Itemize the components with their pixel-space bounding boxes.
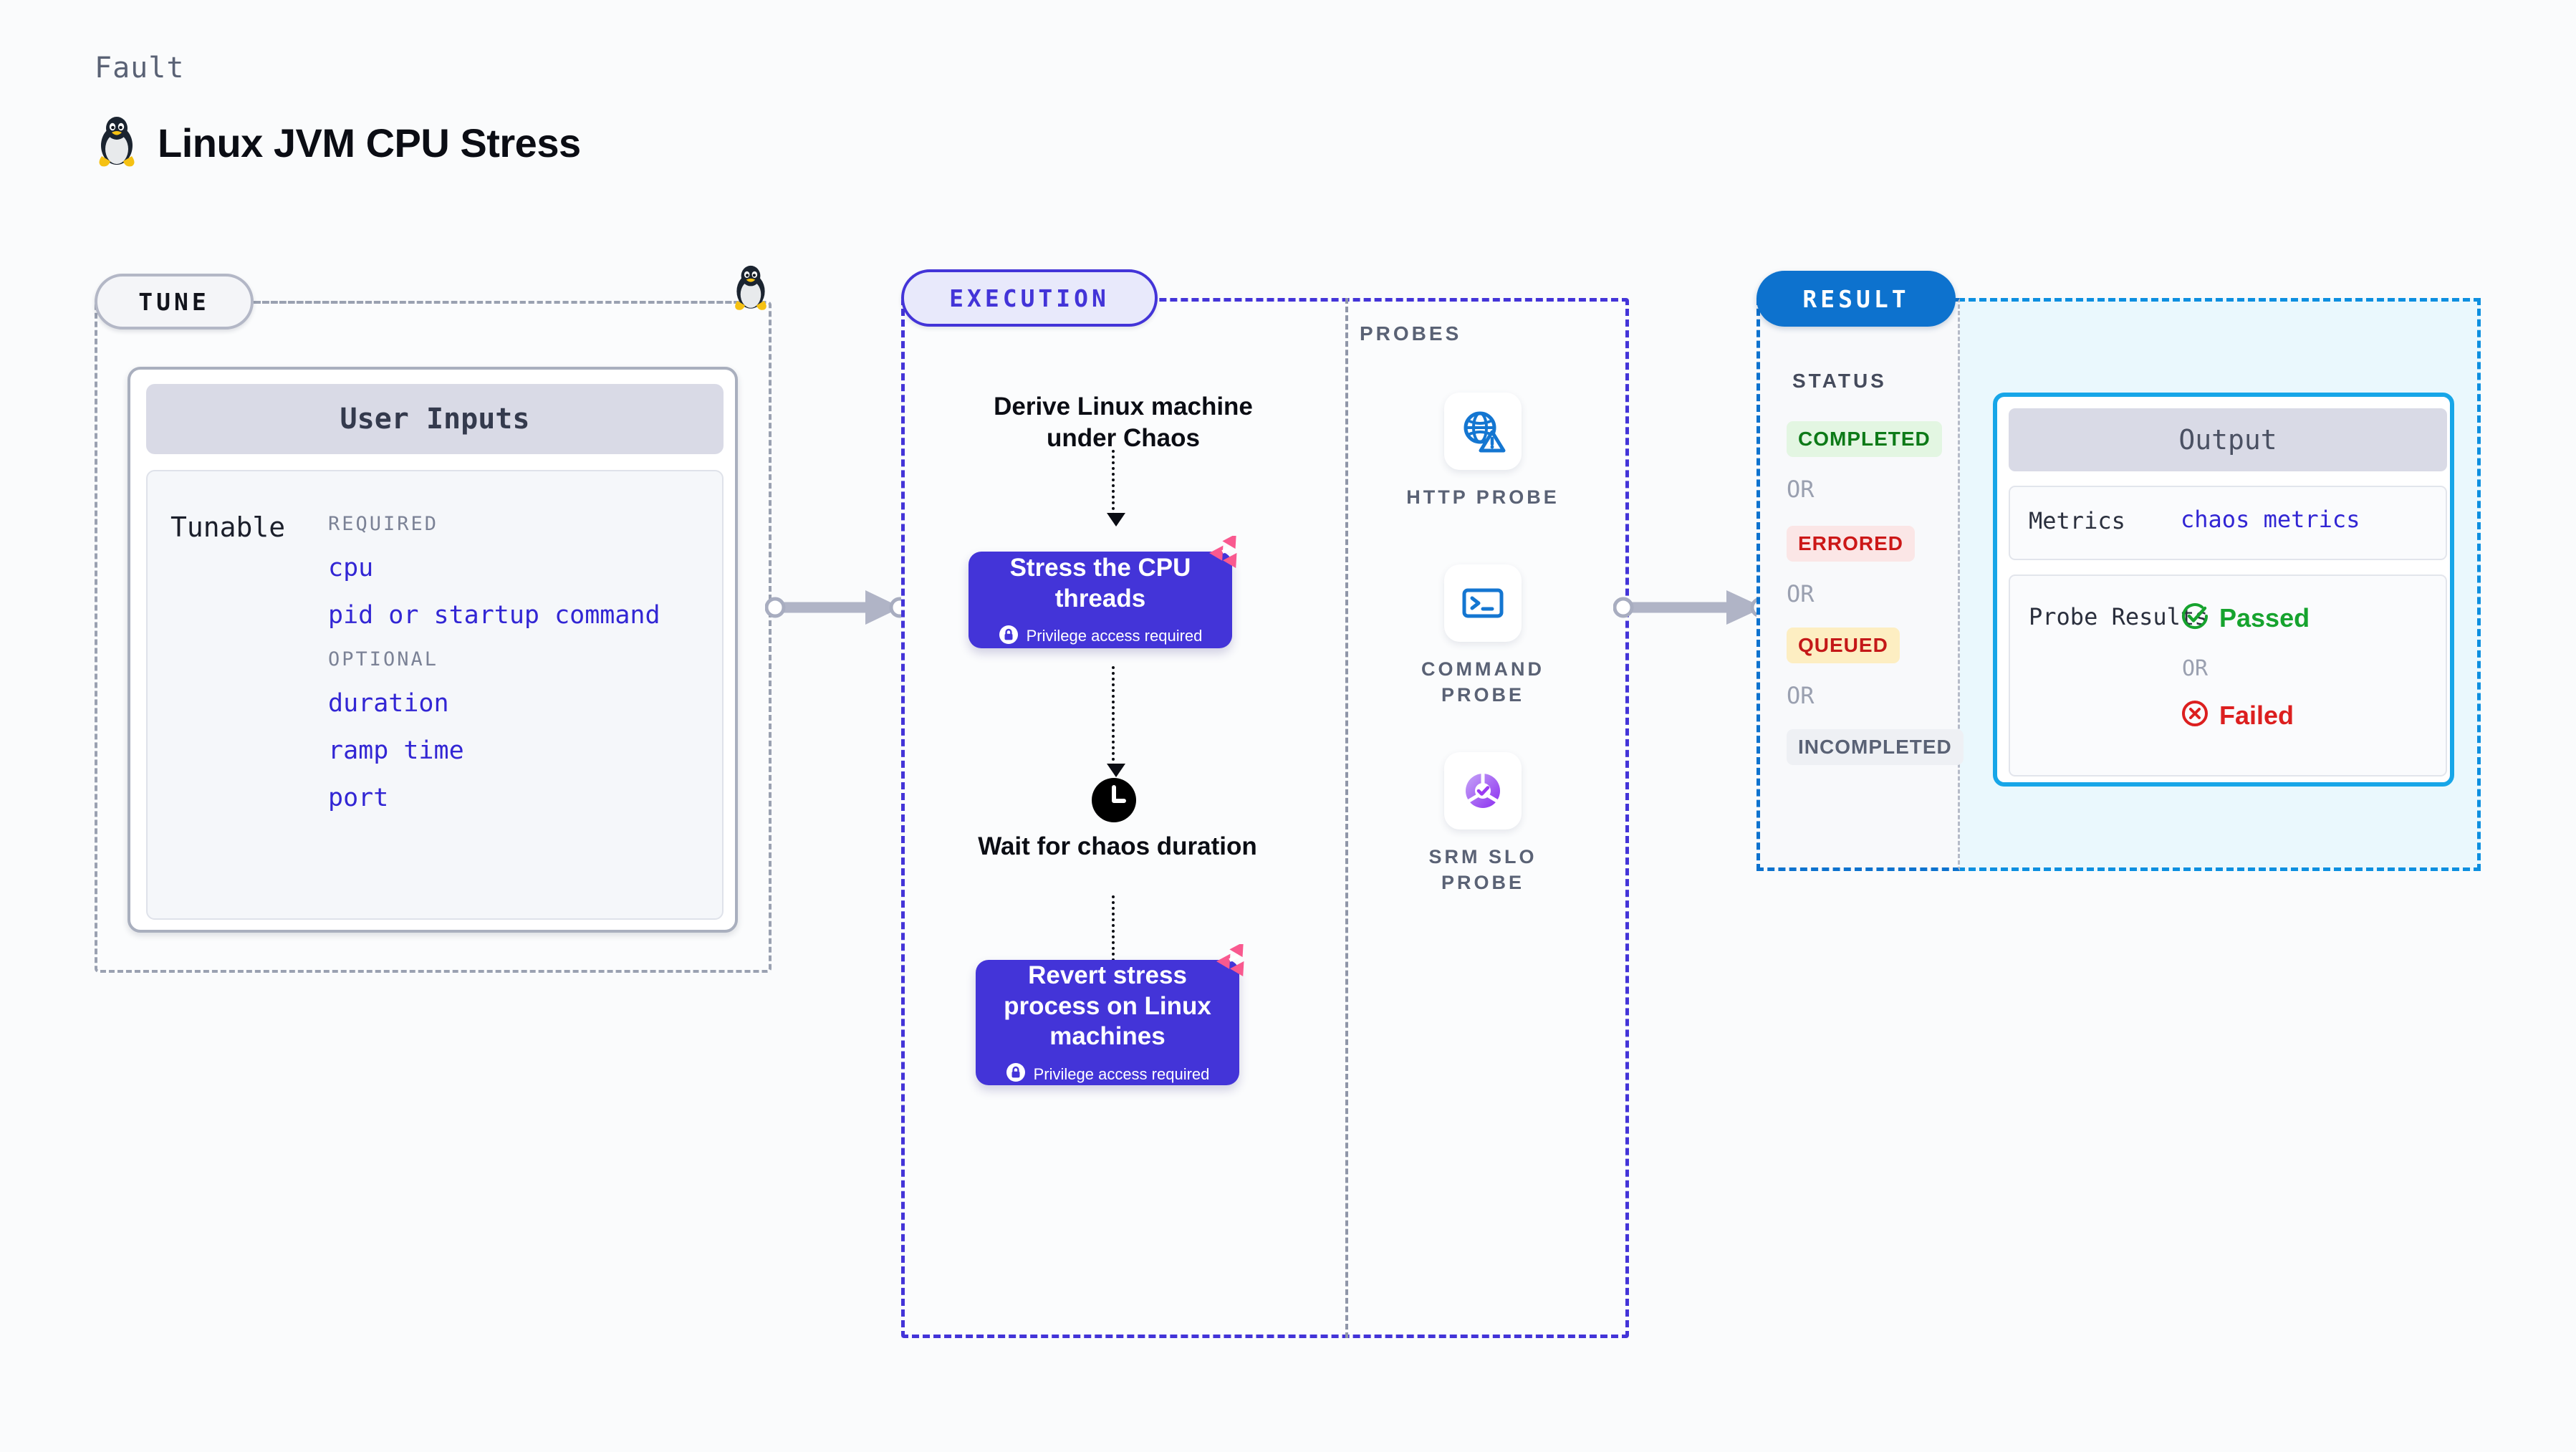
probe-result-failed-label: Failed xyxy=(2219,700,2294,730)
step-stress-cpu-privilege-text: Privilege access required xyxy=(1026,627,1203,645)
flow-arrow-1 xyxy=(1107,450,1125,527)
flow-arrow-2 xyxy=(1107,666,1125,777)
probe-srm-slo-label: SRM SLO PROBE xyxy=(1428,846,1537,894)
globe-warning-icon xyxy=(1444,393,1522,470)
tux-penguin-icon xyxy=(95,116,139,169)
tunable-label: Tunable xyxy=(170,511,286,543)
step-revert-privilege: Privilege access required xyxy=(1006,1062,1210,1086)
step-revert-title: Revert stress process on Linux machines xyxy=(1004,961,1211,1051)
probe-result-or: OR xyxy=(2182,656,2209,681)
page-title-row: Linux JVM CPU Stress xyxy=(95,116,581,169)
page-title: Linux JVM CPU Stress xyxy=(158,120,581,165)
probe-result-passed-label: Passed xyxy=(2219,602,2310,633)
param-duration[interactable]: duration xyxy=(328,689,449,718)
page-kicker: Fault xyxy=(95,52,185,85)
status-badge-incompleted: INCOMPLETED xyxy=(1787,729,1964,765)
execution-step-stress-cpu[interactable]: Stress the CPU threads Privilege access … xyxy=(969,534,1237,648)
output-metrics-value[interactable]: chaos metrics xyxy=(2181,506,2360,533)
connector-tune-to-execution xyxy=(764,587,910,631)
step-revert-privilege-text: Privilege access required xyxy=(1033,1064,1210,1083)
step-stress-cpu-title: Stress the CPU threads xyxy=(1009,554,1191,612)
param-cpu[interactable]: cpu xyxy=(328,554,374,582)
status-or-1: OR xyxy=(1787,476,1815,503)
probe-result-passed: Passed xyxy=(2181,602,2310,634)
lock-icon xyxy=(1006,1062,1026,1086)
probes-divider xyxy=(1345,298,1348,1338)
execution-step-derive: Derive Linux machine under Chaos xyxy=(994,393,1253,452)
chaos-logo-icon xyxy=(1208,534,1248,577)
output-probe-results-row: Probe Results Passed OR xyxy=(2009,574,2447,777)
tune-badge[interactable]: TUNE xyxy=(95,274,254,330)
tune-top-dashed-line xyxy=(255,301,756,304)
probe-srm-slo[interactable]: SRM SLO PROBE xyxy=(1390,752,1576,896)
user-inputs-title: User Inputs xyxy=(146,384,724,454)
output-probe-results-key: Probe Results xyxy=(2029,603,2209,630)
probe-result-failed: Failed xyxy=(2181,699,2294,731)
status-or-3: OR xyxy=(1787,682,1815,709)
execution-step-revert[interactable]: Revert stress process on Linux machines … xyxy=(976,942,1244,1086)
result-badge[interactable]: RESULT xyxy=(1756,271,1956,327)
status-badge-errored: ERRORED xyxy=(1787,526,1916,562)
tunable-parameter-list: REQUIRED cpu pid or startup command OPTI… xyxy=(328,494,701,831)
check-circle-icon xyxy=(2181,602,2209,634)
probe-command[interactable]: COMMAND PROBE xyxy=(1390,564,1576,708)
step-stress-cpu-privilege: Privilege access required xyxy=(999,625,1203,648)
status-heading: STATUS xyxy=(1792,370,1887,392)
user-inputs-card: User Inputs Tunable REQUIRED cpu pid or … xyxy=(128,367,738,933)
status-or-2: OR xyxy=(1787,580,1815,607)
connector-execution-to-result xyxy=(1613,587,1772,631)
probe-http-label: HTTP PROBE xyxy=(1406,486,1559,508)
output-metrics-key: Metrics xyxy=(2029,507,2125,534)
lock-icon xyxy=(999,625,1019,648)
param-ramp-time[interactable]: ramp time xyxy=(328,736,464,765)
tux-penguin-corner-icon xyxy=(731,265,771,316)
execution-step-wait: Wait for chaos duration xyxy=(978,832,1257,860)
clock-icon xyxy=(1092,778,1136,826)
terminal-icon xyxy=(1444,564,1522,642)
probes-heading: PROBES xyxy=(1360,322,1462,345)
required-group-heading: REQUIRED xyxy=(328,513,439,535)
output-card: Output Metrics chaos metrics Probe Resul… xyxy=(1993,393,2454,787)
probe-command-label: COMMAND PROBE xyxy=(1421,658,1544,706)
probe-http[interactable]: HTTP PROBE xyxy=(1390,393,1576,510)
optional-group-heading: OPTIONAL xyxy=(328,648,439,670)
x-circle-icon xyxy=(2181,699,2209,731)
status-badge-queued: QUEUED xyxy=(1787,628,1900,663)
param-pid-or-startup-command[interactable]: pid or startup command xyxy=(328,601,660,630)
slo-donut-check-icon xyxy=(1444,752,1522,830)
output-metrics-row: Metrics chaos metrics xyxy=(2009,486,2447,560)
result-status-column xyxy=(1756,298,1960,871)
output-title: Output xyxy=(2009,408,2447,471)
tunable-body: Tunable REQUIRED cpu pid or startup comm… xyxy=(146,470,724,920)
param-port[interactable]: port xyxy=(328,784,389,812)
execution-badge[interactable]: EXECUTION xyxy=(901,269,1158,327)
chaos-logo-icon xyxy=(1215,942,1255,985)
status-badge-completed: COMPLETED xyxy=(1787,421,1942,457)
